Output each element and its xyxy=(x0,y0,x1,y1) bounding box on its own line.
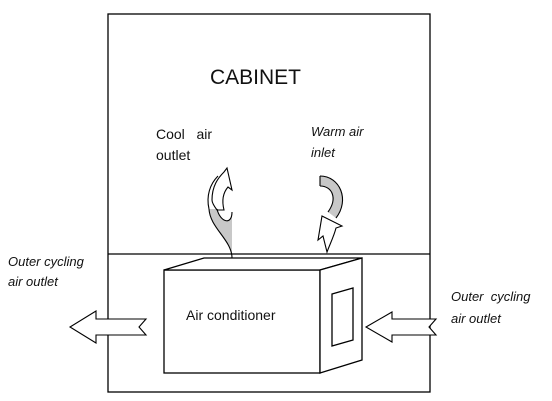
left-outlet-arrow-icon xyxy=(68,310,148,344)
warm-air-label-line1: Warm air xyxy=(311,124,364,139)
cabinet-outline xyxy=(107,13,431,393)
outer-right-label-line2: air outlet xyxy=(451,311,502,326)
cool-air-curved-arrow-icon xyxy=(207,166,233,259)
air-conditioner-vent xyxy=(331,287,354,347)
outer-left-label-line1: Outer cycling xyxy=(8,254,85,269)
outer-right-label-line1: Outer cycling xyxy=(451,289,531,304)
cabinet-title: CABINET xyxy=(210,66,301,89)
air-conditioner-label: Air conditioner xyxy=(186,307,276,323)
warm-air-curved-arrow-icon xyxy=(317,175,344,254)
air-conditioner-front-face xyxy=(163,269,321,374)
cool-air-label-line1: Cool air xyxy=(156,126,212,142)
warm-air-label-line2: inlet xyxy=(311,145,336,160)
right-inlet-arrow-icon xyxy=(364,311,438,343)
outer-left-label-line2: air outlet xyxy=(8,274,59,289)
cool-air-label-line2: outlet xyxy=(156,147,190,163)
